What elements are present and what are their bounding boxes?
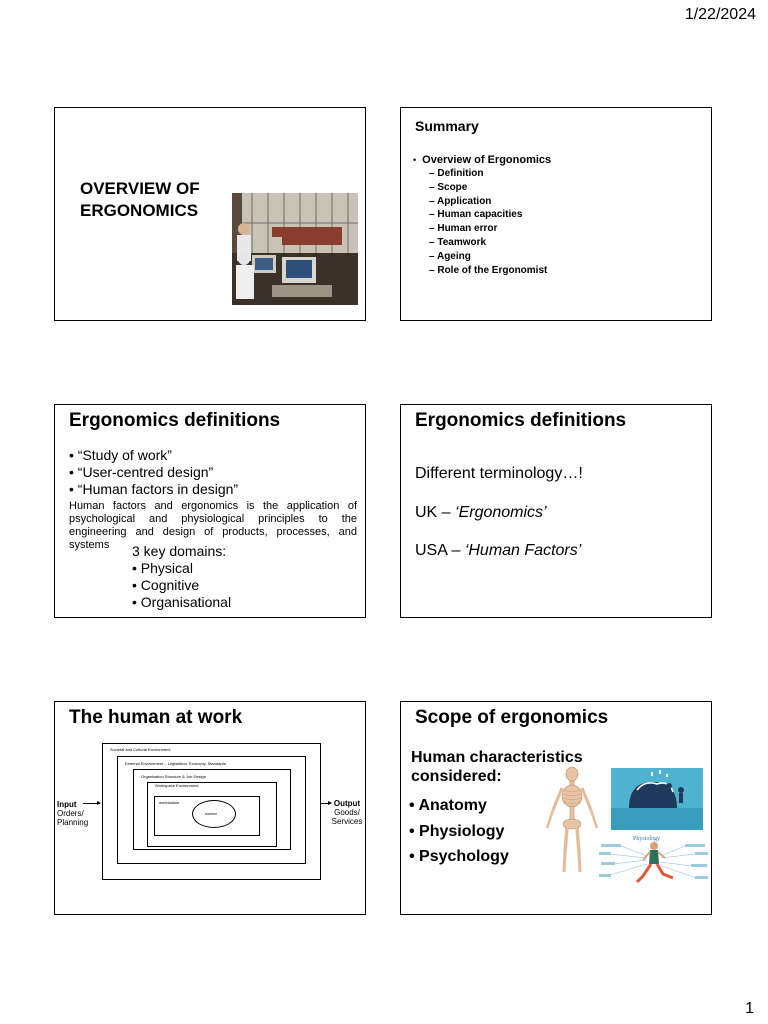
domains-title: 3 key domains: bbox=[132, 543, 227, 559]
usa-term-line: USA – ‘Human Factors’ bbox=[415, 542, 581, 560]
slide-terminology: Ergonomics definitions Different termino… bbox=[400, 404, 712, 618]
diagram-label: Societal and Cultural Environment bbox=[110, 747, 171, 752]
characteristics-text: Human characteristics considered: bbox=[411, 749, 583, 785]
skeleton-illustration bbox=[545, 766, 599, 873]
runner-physiology-illustration: Physiology bbox=[599, 832, 709, 888]
brain-illustration bbox=[611, 768, 703, 830]
worker-label: worker bbox=[205, 811, 218, 816]
summary-subitem: Application bbox=[429, 195, 551, 209]
runner-caption: Physiology bbox=[633, 836, 660, 842]
slide-overview: OVERVIEW OF ERGONOMICS bbox=[54, 107, 366, 321]
input-title: Input bbox=[57, 800, 77, 809]
slide-scope: Scope of ergonomics Human characteristic… bbox=[400, 701, 712, 915]
uk-prefix: UK – bbox=[415, 504, 456, 521]
summary-subitem: Definition bbox=[429, 167, 551, 181]
definition-bullet: “Study of work” bbox=[69, 447, 238, 464]
diagram-layer-workstation bbox=[154, 796, 260, 836]
summary-subitems: Definition Scope Application Human capac… bbox=[429, 167, 551, 277]
diagram-label: workstation bbox=[159, 800, 180, 805]
summary-subitem: Teamwork bbox=[429, 236, 551, 250]
summary-item: •Overview of Ergonomics bbox=[413, 154, 552, 166]
slide-summary: Summary •Overview of Ergonomics Definiti… bbox=[400, 107, 712, 321]
slide-title: The human at work bbox=[69, 707, 243, 728]
summary-subitem: Role of the Ergonomist bbox=[429, 264, 551, 278]
summary-subitem: Human capacities bbox=[429, 208, 551, 222]
diagram-layer-societal bbox=[102, 743, 321, 880]
diagram-layer-organisation bbox=[133, 769, 291, 850]
summary-subitem: Human error bbox=[429, 222, 551, 236]
summary-list: •Overview of Ergonomics Definition Scope… bbox=[413, 154, 551, 277]
usa-prefix: USA – bbox=[415, 542, 465, 559]
worker-ellipse bbox=[192, 800, 236, 828]
characteristic-item: Psychology bbox=[409, 844, 509, 870]
input-detail: Orders/ Planning bbox=[57, 809, 89, 827]
summary-subitem: Ageing bbox=[429, 250, 551, 264]
summary-subitem: Scope bbox=[429, 181, 551, 195]
domain-item: Organisational bbox=[132, 594, 231, 611]
slide-title: Ergonomics definitions bbox=[69, 410, 281, 431]
slide-title: Scope of ergonomics bbox=[415, 707, 609, 728]
slide-title: Ergonomics definitions bbox=[415, 410, 627, 431]
input-arrow bbox=[83, 801, 101, 805]
slide-title: OVERVIEW OF ERGONOMICS bbox=[80, 179, 200, 220]
characteristics-list: Anatomy Physiology Psychology bbox=[409, 793, 509, 870]
slide-title: Summary bbox=[415, 118, 479, 134]
definition-paragraph: Human factors and ergonomics is the appl… bbox=[69, 500, 357, 551]
characteristic-item: Anatomy bbox=[409, 793, 509, 819]
domains-list: Physical Cognitive Organisational bbox=[132, 560, 231, 611]
page-number: 1 bbox=[745, 1000, 754, 1017]
control-room-photo bbox=[232, 193, 358, 305]
diagram-layer-external bbox=[117, 756, 306, 864]
slide-human-at-work: The human at work Societal and Cultural … bbox=[54, 701, 366, 915]
diagram-label: External Environment – Legislation, Econ… bbox=[125, 761, 226, 766]
characteristic-item: Physiology bbox=[409, 819, 509, 845]
definition-bullet: “User-centred design” bbox=[69, 464, 238, 481]
output-detail: Goods/ Services bbox=[331, 808, 363, 826]
domain-item: Cognitive bbox=[132, 577, 231, 594]
uk-term-line: UK – ‘Ergonomics’ bbox=[415, 504, 547, 522]
output-arrow bbox=[321, 801, 332, 805]
diagram-label: Organisation Structure & Job Design bbox=[141, 774, 206, 779]
header-date: 1/22/2024 bbox=[684, 6, 756, 23]
terminology-line: Different terminology…! bbox=[415, 465, 583, 482]
slide-definitions: Ergonomics definitions “Study of work” “… bbox=[54, 404, 366, 618]
summary-item-text: Overview of Ergonomics bbox=[422, 154, 552, 166]
output-title: Output bbox=[333, 799, 361, 808]
definition-bullets: “Study of work” “User-centred design” “H… bbox=[69, 447, 238, 498]
diagram-layer-workspace bbox=[147, 782, 277, 847]
uk-term: ‘Ergonomics’ bbox=[455, 504, 547, 521]
definition-bullet: “Human factors in design” bbox=[69, 481, 238, 498]
domain-item: Physical bbox=[132, 560, 231, 577]
characteristics-heading: Human characteristics considered: bbox=[411, 748, 631, 786]
usa-term: ‘Human Factors’ bbox=[464, 542, 582, 559]
diagram-label: Workspace Environment bbox=[155, 783, 199, 788]
